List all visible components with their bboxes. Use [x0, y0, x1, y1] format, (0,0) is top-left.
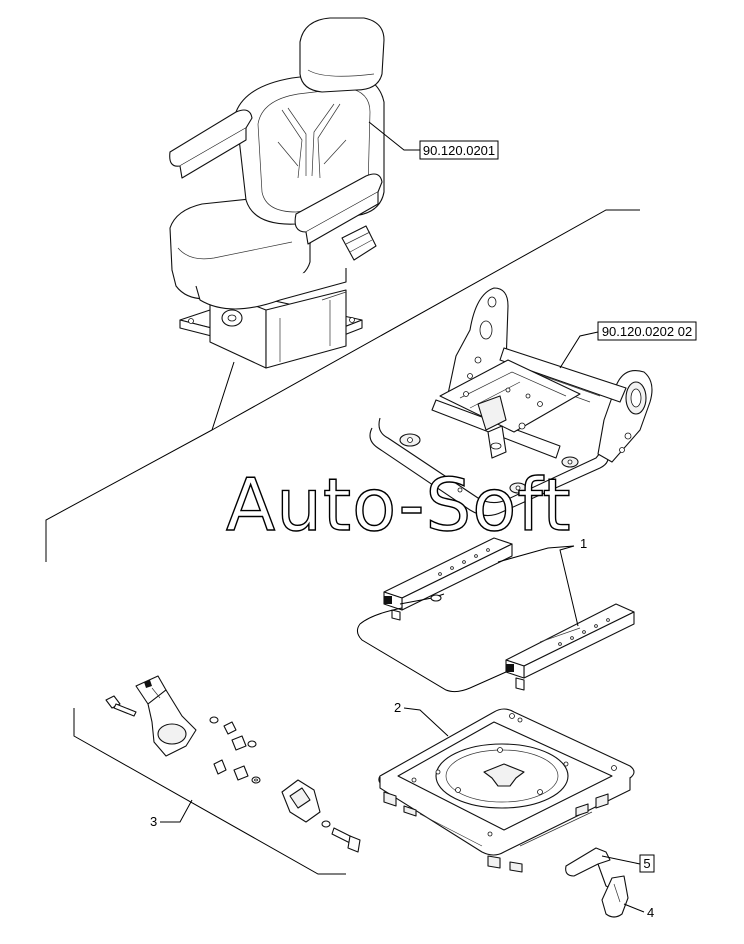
callout-item-2[interactable]: 2 — [394, 700, 401, 715]
callout-item-3[interactable]: 3 — [150, 814, 157, 829]
callout-item-4[interactable]: 4 — [647, 905, 654, 920]
group-bracket-upper — [45, 361, 235, 562]
ref-label-seat-frame: 90.120.0202 02 — [602, 324, 692, 339]
ref-label-item-5: 5 — [643, 856, 650, 871]
seat-frame-illustration — [369, 287, 653, 517]
leader-item-4 — [623, 903, 645, 913]
leader-item-1-b — [559, 545, 579, 627]
watermark-text: Auto-Soft — [226, 463, 572, 547]
leader-item-2 — [403, 707, 449, 737]
seat-belt-illustration — [105, 675, 361, 853]
group-bracket-lower — [73, 708, 346, 875]
leader-seat-assembly — [368, 121, 420, 151]
group-divider-line — [211, 209, 640, 431]
ref-box-seat-frame[interactable]: 90.120.0202 02 — [597, 321, 697, 341]
leader-item-1-a — [497, 545, 575, 563]
leader-item-5 — [601, 855, 641, 865]
slide-rails-illustration — [356, 537, 635, 693]
leader-item-3 — [160, 799, 193, 823]
callout-item-1[interactable]: 1 — [580, 536, 587, 551]
swivel-plate-illustration — [378, 708, 635, 873]
ref-box-item-5[interactable]: 5 — [639, 854, 655, 873]
ref-label-seat-assembly: 90.120.0201 — [423, 143, 495, 158]
leader-seat-frame — [559, 331, 599, 369]
seat-assembly-illustration — [169, 17, 385, 369]
lever-illustration — [565, 847, 629, 918]
ref-box-seat-assembly[interactable]: 90.120.0201 — [419, 140, 499, 160]
